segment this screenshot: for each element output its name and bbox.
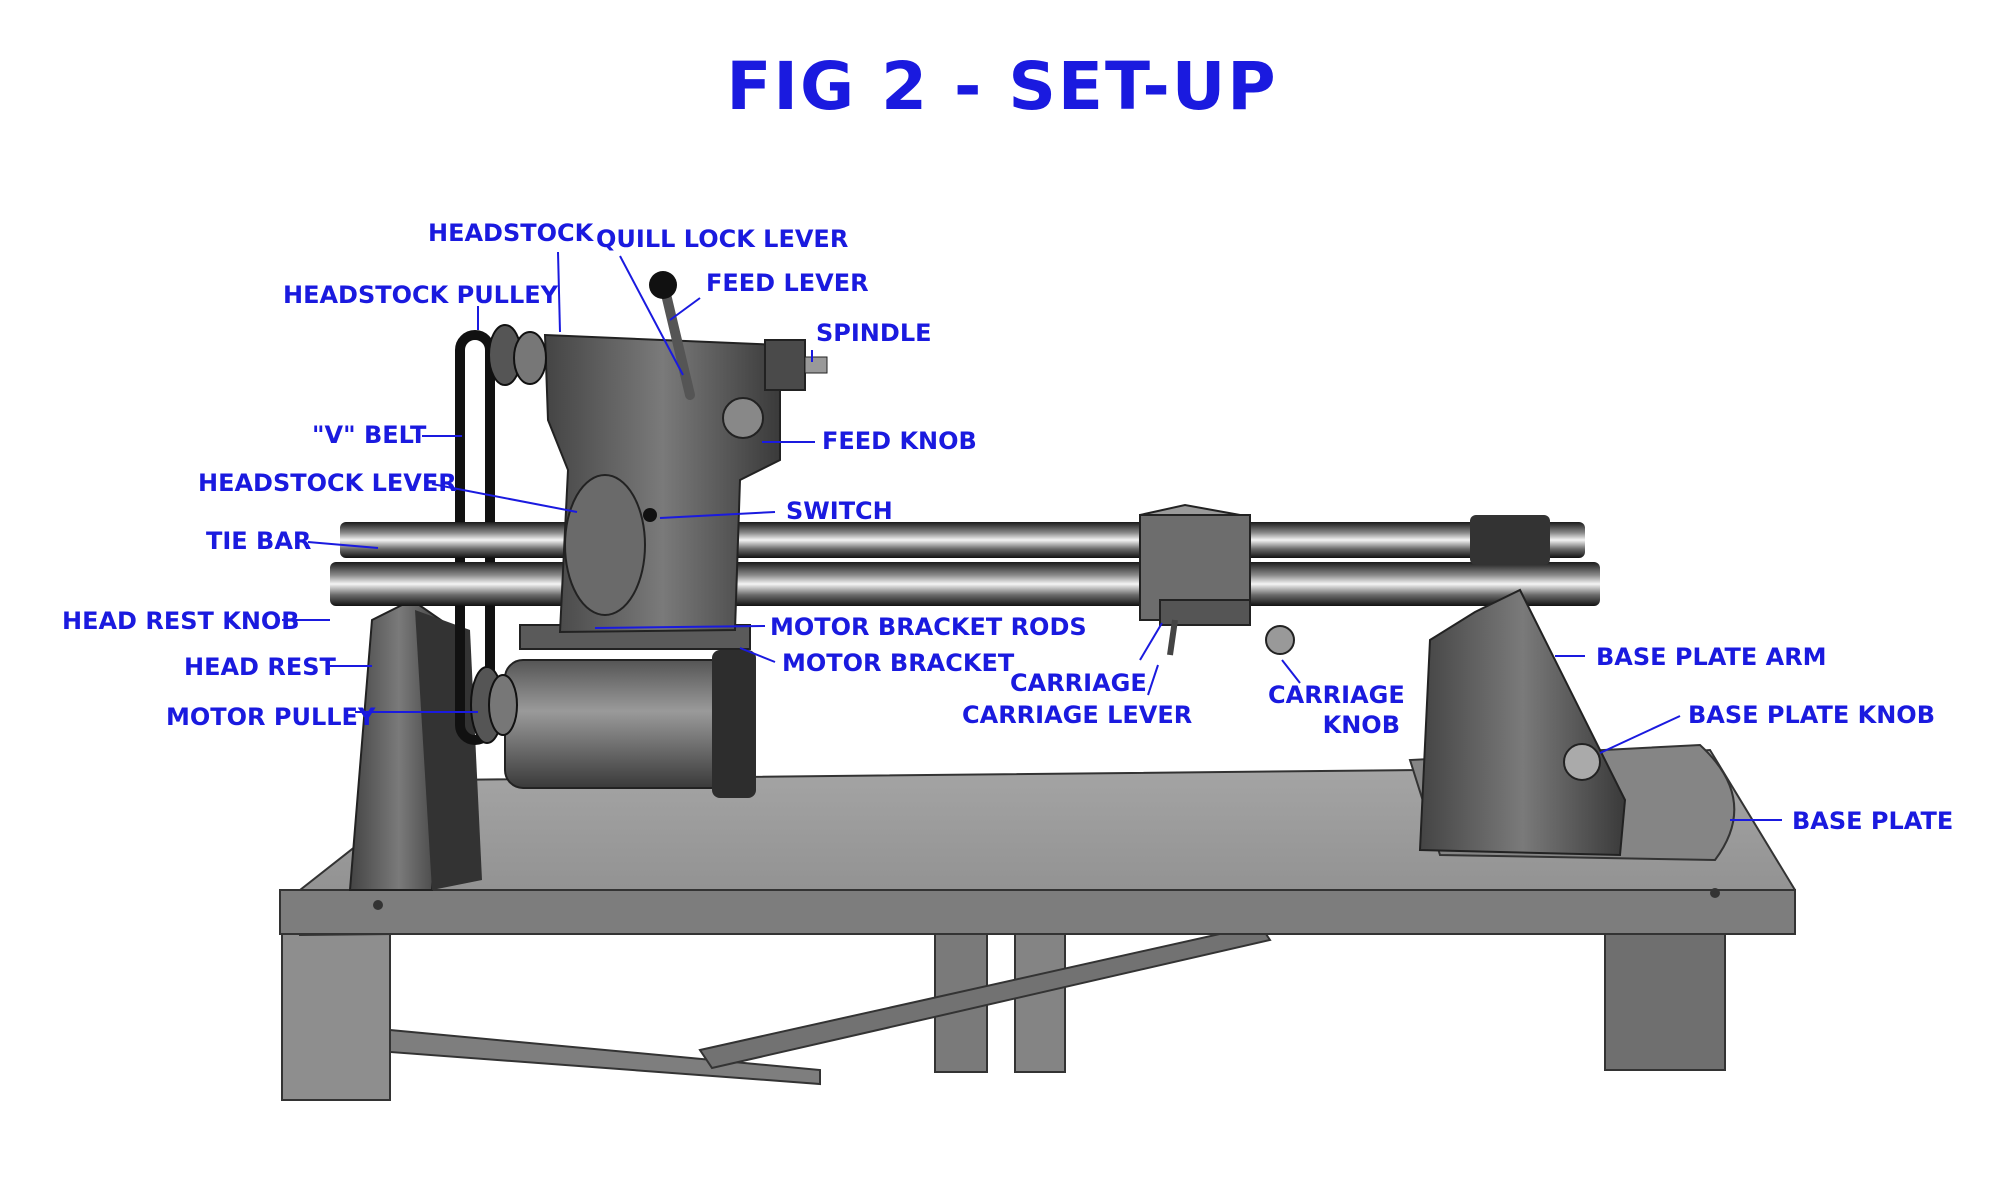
motor-pulley-wheel	[470, 666, 518, 744]
motor-end-cap	[712, 650, 756, 798]
carriage	[1139, 503, 1295, 656]
label-motor-bracket: MOTOR BRACKET	[782, 649, 1015, 677]
carriage-knob-wheel	[1265, 625, 1295, 655]
leader-headstock-lever	[431, 483, 578, 513]
motor-body	[504, 659, 736, 789]
leader-tie-bar	[307, 541, 379, 549]
leg-center-b	[1014, 929, 1066, 1073]
carriage-lever-arm	[1167, 619, 1178, 656]
head-rest-side	[415, 610, 482, 890]
spindle-housing	[764, 339, 806, 391]
brace-left	[389, 1028, 821, 1086]
label-carriage-knob-line1: CARRIAGE	[1268, 681, 1405, 709]
figure-title: FIG 2 - SET-UP	[726, 48, 1278, 125]
headstock-boss	[564, 474, 646, 616]
label-head-rest: HEAD REST	[184, 653, 336, 681]
table-front-edge	[279, 889, 1796, 935]
headstock-pulley-wheel	[488, 324, 547, 386]
leader-carriage-knob	[1281, 659, 1301, 684]
leg-right	[1604, 919, 1726, 1071]
table-screw-2	[1710, 888, 1720, 898]
leader-carriage-lever	[1147, 664, 1159, 696]
leader-feed-lever	[669, 297, 701, 321]
label-carriage-knob-line2: KNOB	[1322, 711, 1400, 739]
table-screw-1	[373, 900, 383, 910]
base-plate-arm	[1418, 588, 1627, 857]
feed-knob-wheel	[722, 397, 764, 439]
label-switch: SWITCH	[786, 497, 893, 525]
label-base-plate: BASE PLATE	[1792, 807, 1954, 835]
head-rest	[348, 598, 482, 891]
leader-lines	[282, 251, 1782, 821]
label-headstock-pulley: HEADSTOCK PULLEY	[283, 281, 559, 309]
tie-bar-rod	[340, 522, 1585, 558]
label-carriage-lever: CARRIAGE LEVER	[962, 701, 1193, 729]
spindle-tip	[804, 356, 828, 374]
table-frame	[281, 919, 1726, 1101]
label-tie-bar: TIE BAR	[206, 527, 312, 555]
label-carriage: CARRIAGE	[1010, 669, 1147, 697]
leader-headstock	[557, 251, 561, 333]
label-headstock-lever: HEADSTOCK LEVER	[198, 469, 457, 497]
feed-lever-ball	[649, 271, 677, 299]
leader-switch	[659, 511, 776, 519]
label-base-plate-knob: BASE PLATE KNOB	[1688, 701, 1935, 729]
leader-carriage	[1139, 622, 1163, 661]
label-spindle: SPINDLE	[816, 319, 932, 347]
label-feed-lever: FEED LEVER	[706, 269, 869, 297]
main-rod	[330, 562, 1600, 606]
feed-lever-arm	[660, 285, 695, 400]
rods	[330, 522, 1600, 606]
leader-motor-bracket-rods	[594, 625, 766, 629]
headstock	[488, 271, 828, 634]
leader-quill-lock-lever	[619, 255, 684, 376]
label-quill-lock-lever: QUILL LOCK LEVER	[596, 225, 849, 253]
label-headstock: HEADSTOCK	[428, 219, 594, 247]
label-feed-knob: FEED KNOB	[822, 427, 977, 455]
label-v-belt: "V" BELT	[312, 421, 427, 449]
brace-mid	[698, 923, 1272, 1070]
leg-left	[281, 929, 391, 1101]
leader-base-plate-knob	[1599, 715, 1681, 754]
motor	[470, 624, 756, 798]
label-carriage-knob: CARRIAGE KNOB	[1268, 680, 1405, 740]
base-plate-assembly	[1408, 515, 1736, 862]
base-plate-knob-wheel	[1563, 743, 1601, 781]
label-motor-bracket-rods: MOTOR BRACKET RODS	[770, 613, 1087, 641]
label-motor-pulley: MOTOR PULLEY	[166, 703, 376, 731]
leader-motor-bracket	[739, 647, 776, 663]
base-plate-arm-clamp	[1470, 515, 1550, 565]
label-base-plate-arm: BASE PLATE ARM	[1596, 643, 1827, 671]
switch-button	[643, 508, 657, 522]
label-head-rest-knob: HEAD REST KNOB	[62, 607, 300, 635]
